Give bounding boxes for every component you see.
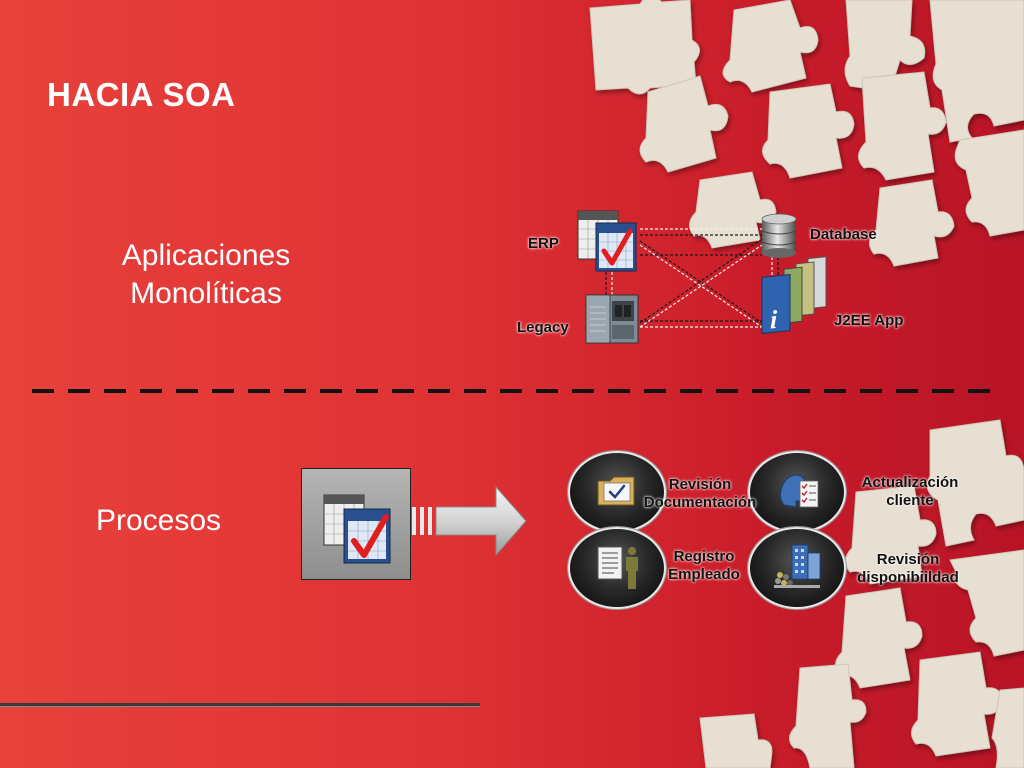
process-label-availability: Revisión disponibiildad xyxy=(844,551,972,587)
process-label-line1: Registro xyxy=(673,548,735,565)
calendar-check-icon xyxy=(323,494,391,564)
process-label-client-update: Actualización cliente xyxy=(846,474,974,510)
footer-line xyxy=(0,703,480,706)
process-bubble-employee-register xyxy=(568,527,666,609)
svg-text:i: i xyxy=(770,305,778,335)
process-label-line1: Revisión xyxy=(668,476,732,493)
j2ee-label: J2EE App xyxy=(834,312,904,329)
arrow-right-icon xyxy=(412,485,527,557)
monolithic-label-line2: Monolíticas xyxy=(130,277,282,310)
monolithic-diagram: i xyxy=(577,210,827,344)
process-bubble-availability xyxy=(748,527,846,609)
process-label-line2: Empleado xyxy=(668,566,740,583)
section-divider xyxy=(32,389,990,393)
monolithic-label: Aplicaciones Monolíticas xyxy=(100,237,312,313)
process-label-line2: Documentación xyxy=(643,494,757,511)
slide-title: HACIA SOA xyxy=(47,76,236,113)
process-label-line2: disponibiildad xyxy=(857,569,959,586)
document-person-icon xyxy=(597,546,638,589)
processes-label: Procesos xyxy=(96,504,222,537)
head-checklist-icon xyxy=(779,474,819,508)
erp-label: ERP xyxy=(528,235,559,252)
database-icon xyxy=(761,213,797,258)
legacy-label: Legacy xyxy=(517,319,569,336)
database-label: Database xyxy=(810,226,877,243)
process-label-employee-register: Registro Empleado xyxy=(654,548,754,584)
legacy-server-icon xyxy=(585,294,639,344)
process-calendar-box xyxy=(301,468,411,580)
process-label-line2: cliente xyxy=(886,492,934,509)
folder-check-icon xyxy=(597,476,635,506)
process-bubble-client-update xyxy=(748,451,846,533)
j2ee-app-icon: i xyxy=(761,256,827,335)
process-label-line1: Revisión xyxy=(876,551,940,568)
erp-calendar-icon xyxy=(577,210,637,272)
connection-lines xyxy=(605,228,779,328)
process-label-revision-doc: Revisión Documentación xyxy=(632,476,768,512)
process-bubble-revision-doc xyxy=(568,451,666,533)
monolithic-label-line1: Aplicaciones xyxy=(121,239,291,272)
process-label-line1: Actualización xyxy=(861,474,959,491)
buildings-icon xyxy=(774,544,821,588)
